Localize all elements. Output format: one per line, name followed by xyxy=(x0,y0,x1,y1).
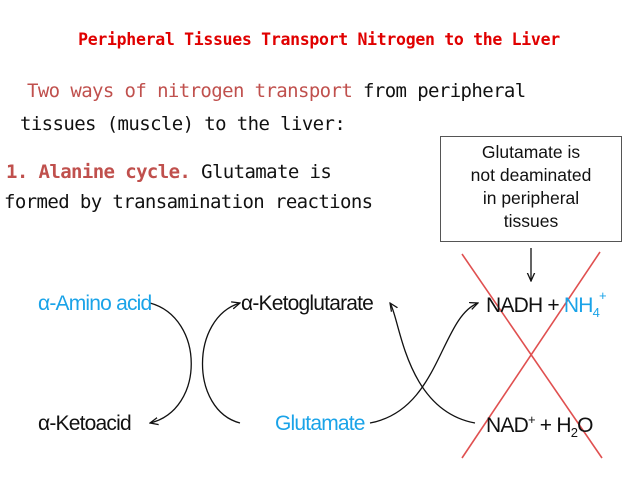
alpha-amino-acid: α-Amino acid xyxy=(38,292,152,315)
note-line: in peripheral xyxy=(482,188,580,208)
note-line: Glutamate is xyxy=(481,142,581,162)
h2o-h: H xyxy=(556,414,571,437)
note-box: Glutamate is not deaminated in periphera… xyxy=(440,136,622,242)
nad: NAD+ xyxy=(486,412,536,437)
nh4: NH4 + xyxy=(563,288,607,321)
nh4-subscript: 4 xyxy=(592,305,600,321)
arrow-glutamate-to-ketoglutarate xyxy=(201,303,241,424)
page-title: Peripheral Tissues Transport Nitrogen to… xyxy=(78,30,560,49)
alpha-ketoacid: α-Ketoacid xyxy=(38,412,132,435)
cross-line-2 xyxy=(461,251,601,459)
nadh-nh4: NADH + NH4 + xyxy=(486,288,607,321)
cross-line-1 xyxy=(461,253,603,459)
plus-sign: + xyxy=(547,294,559,317)
alanine-label: 1. Alanine cycle. xyxy=(6,161,191,183)
note-line: tissues xyxy=(503,211,559,231)
intro-highlight: Two ways of nitrogen transport xyxy=(27,80,353,102)
nh4-base: NH xyxy=(563,294,594,317)
h2o: H2O xyxy=(556,414,593,441)
glutamate: Glutamate xyxy=(275,412,365,435)
alanine-line-1: 1. Alanine cycle. Glutamate is xyxy=(6,161,332,183)
nadh: NADH xyxy=(486,294,543,317)
nh4-superscript: + xyxy=(599,288,607,303)
intro-line-1: Two ways of nitrogen transport from peri… xyxy=(27,80,526,102)
arrow-amino-to-ketoacid xyxy=(150,302,192,423)
alanine-line-2: formed by transamination reactions xyxy=(4,191,373,213)
h2o-subscript: 2 xyxy=(570,425,578,441)
alanine-rest: Glutamate is xyxy=(190,161,332,183)
note-line: not deaminated xyxy=(470,165,592,185)
arrow-nad-to-ketoglutarate xyxy=(390,303,476,424)
plus-sign-2: + xyxy=(539,414,552,437)
nad-superscript: + xyxy=(527,412,536,427)
intro-rest: from peripheral xyxy=(352,80,526,102)
intro-line-2: tissues (muscle) to the liver: xyxy=(20,113,346,135)
nad-base: NAD xyxy=(486,414,529,437)
arrow-glutamate-to-nadh xyxy=(369,303,478,424)
arrow-ketoglutarate-curve-right xyxy=(205,305,210,420)
h2o-o: O xyxy=(577,414,593,437)
alpha-ketoglutarate: α-Ketoglutarate xyxy=(241,292,374,315)
nad-h2o: NAD+ + H2O xyxy=(486,412,593,440)
